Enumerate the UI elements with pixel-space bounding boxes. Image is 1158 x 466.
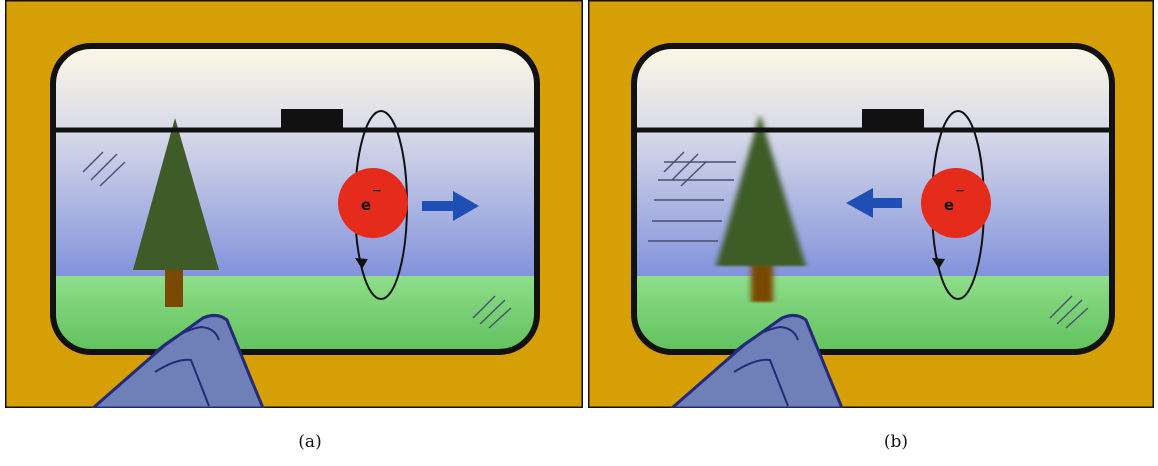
electron-label: e <box>944 196 954 214</box>
caption-a: (a) <box>280 432 340 452</box>
rail-block <box>281 109 343 130</box>
electron-label: e <box>361 196 371 214</box>
grass <box>634 276 1112 356</box>
grass <box>53 276 537 356</box>
rail-block <box>862 109 924 130</box>
electron <box>338 168 408 238</box>
tree-trunk <box>165 267 183 307</box>
panel-b: e − <box>588 0 1154 408</box>
electron-charge: − <box>372 184 381 197</box>
caption-b: (b) <box>866 432 926 452</box>
sky <box>53 46 537 282</box>
electron <box>921 168 991 238</box>
sky <box>634 46 1112 282</box>
panel-a: e − <box>5 0 583 408</box>
tree-trunk <box>751 262 773 302</box>
electron-charge: − <box>955 184 964 197</box>
